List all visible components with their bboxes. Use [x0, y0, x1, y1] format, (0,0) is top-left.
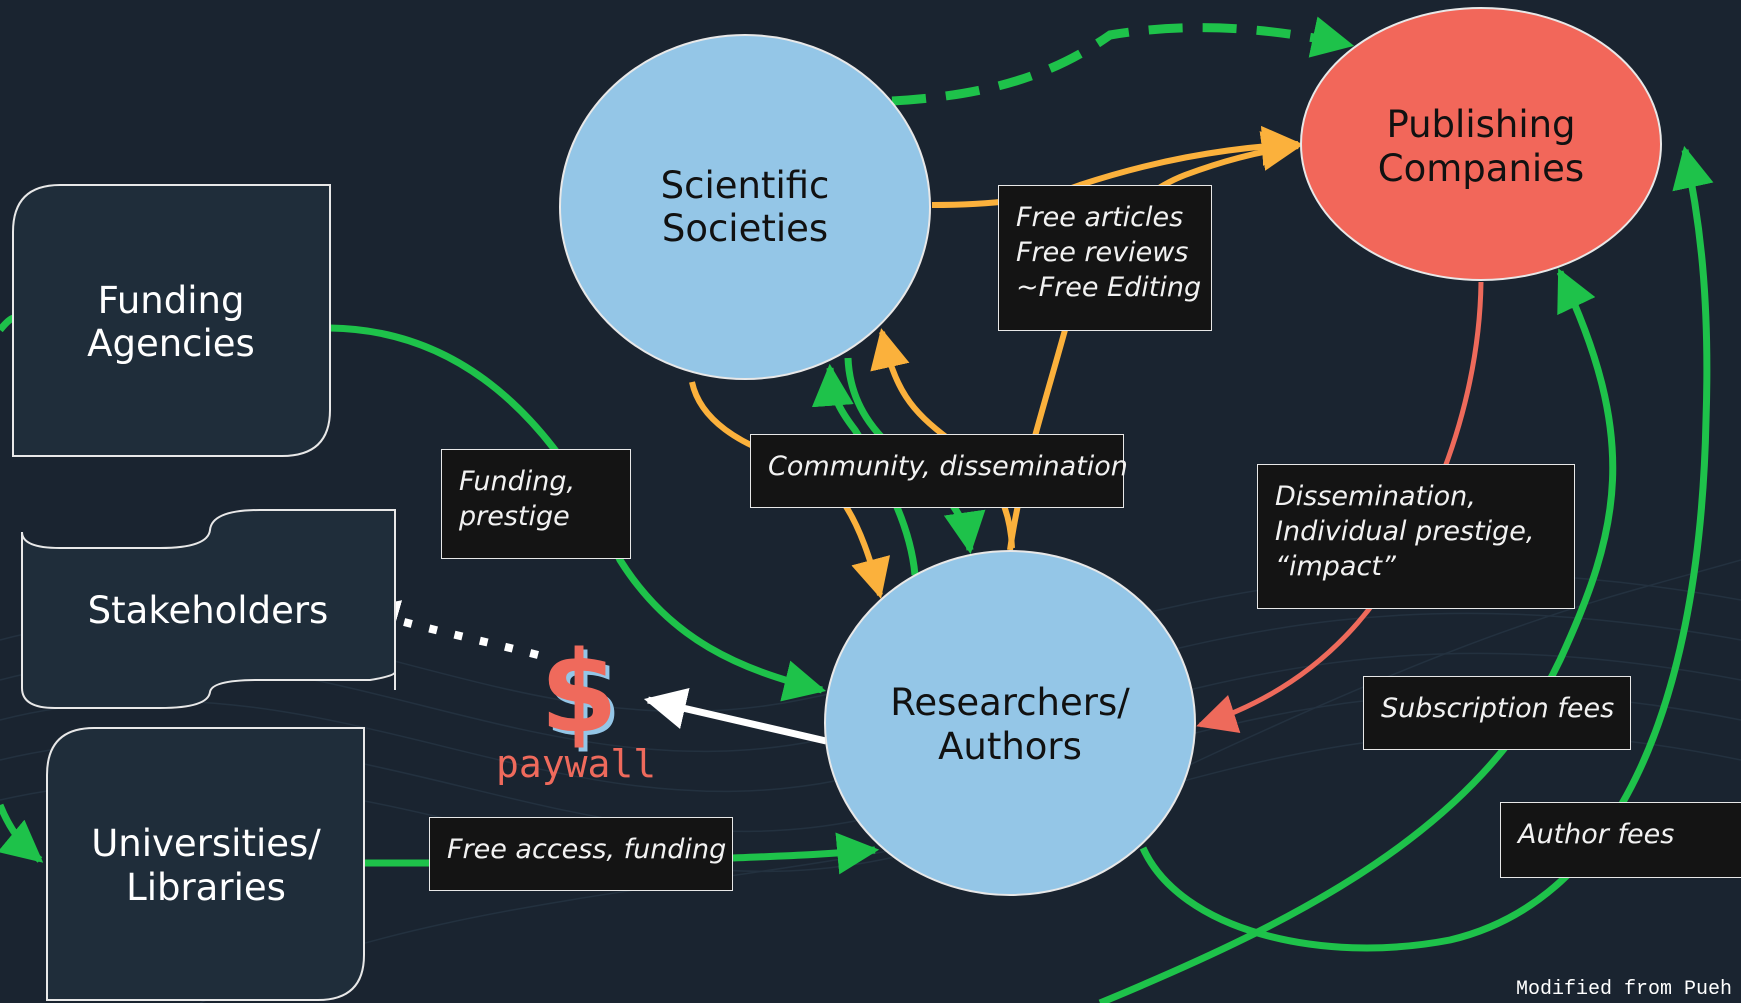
arrow-universities-to-researchers — [365, 850, 875, 863]
arrow-researchers-to-paywall — [643, 688, 827, 745]
label-free-work: Free articles Free reviews ~Free Editing — [998, 185, 1212, 331]
label-funding-prestige-line2: prestige — [459, 501, 570, 532]
paywall-label: paywall — [496, 742, 657, 786]
label-community: Community, dissemination — [750, 434, 1128, 508]
label-free-work-line3: ~Free Editing — [1016, 272, 1202, 303]
label-subscription-fees: Subscription fees — [1363, 676, 1631, 750]
arrow-left-stub-top — [0, 314, 15, 333]
arrow-left-stub-bottom — [0, 803, 44, 863]
stakeholders-label: Stakeholders — [88, 589, 329, 632]
node-publishing-companies: Publishing Companies — [1300, 7, 1662, 281]
label-free-work-line2: Free reviews — [1016, 237, 1189, 268]
label-author-fees-line1: Author fees — [1518, 819, 1675, 850]
societies-line2: Societies — [662, 207, 828, 250]
label-funding-prestige: Funding, prestige — [441, 449, 631, 559]
node-scientific-societies: Scientific Societies — [559, 34, 931, 380]
dollar-symbol: $ — [540, 628, 618, 758]
node-funding-agencies: Funding Agencies — [12, 184, 331, 457]
universities-line1: Universities/ — [91, 822, 321, 865]
funding-agencies-line2: Agencies — [87, 322, 255, 365]
label-subscription-line1: Subscription fees — [1381, 693, 1615, 724]
label-author-fees: Author fees — [1500, 802, 1741, 878]
publishers-line2: Companies — [1378, 147, 1584, 190]
arrow-societies-free-work — [931, 125, 1302, 208]
credit-text: Modified from Pueh — [1516, 978, 1733, 1001]
label-dissemination-line1: Dissemination, — [1275, 481, 1476, 512]
node-stakeholders: Stakeholders — [21, 509, 396, 709]
publishers-line1: Publishing — [1386, 103, 1575, 146]
arrow-author-fees — [1139, 145, 1714, 952]
paywall-dollar-icon: $ $ — [540, 628, 622, 762]
researchers-line1: Researchers/ — [890, 681, 1130, 724]
label-free-access: Free access, funding — [429, 817, 733, 891]
label-free-access-line1: Free access, funding — [447, 834, 727, 865]
researchers-line2: Authors — [938, 725, 1082, 768]
label-dissemination-line2: Individual prestige, — [1275, 516, 1535, 547]
node-researchers: Researchers/ Authors — [824, 550, 1196, 896]
dollar-shadow: $ — [544, 632, 622, 762]
label-funding-prestige-line1: Funding, — [459, 466, 576, 497]
label-dissemination: Dissemination, Individual prestige, “imp… — [1257, 464, 1575, 609]
label-community-line1: Community, dissemination — [768, 451, 1128, 482]
label-free-work-line1: Free articles — [1016, 202, 1184, 233]
node-universities: Universities/ Libraries — [46, 727, 365, 1001]
societies-line1: Scientific — [661, 164, 830, 207]
universities-line2: Libraries — [126, 866, 286, 909]
arrow-societies-to-publishers — [891, 16, 1355, 106]
label-dissemination-line3: “impact” — [1275, 551, 1396, 582]
funding-agencies-line1: Funding — [98, 279, 245, 322]
